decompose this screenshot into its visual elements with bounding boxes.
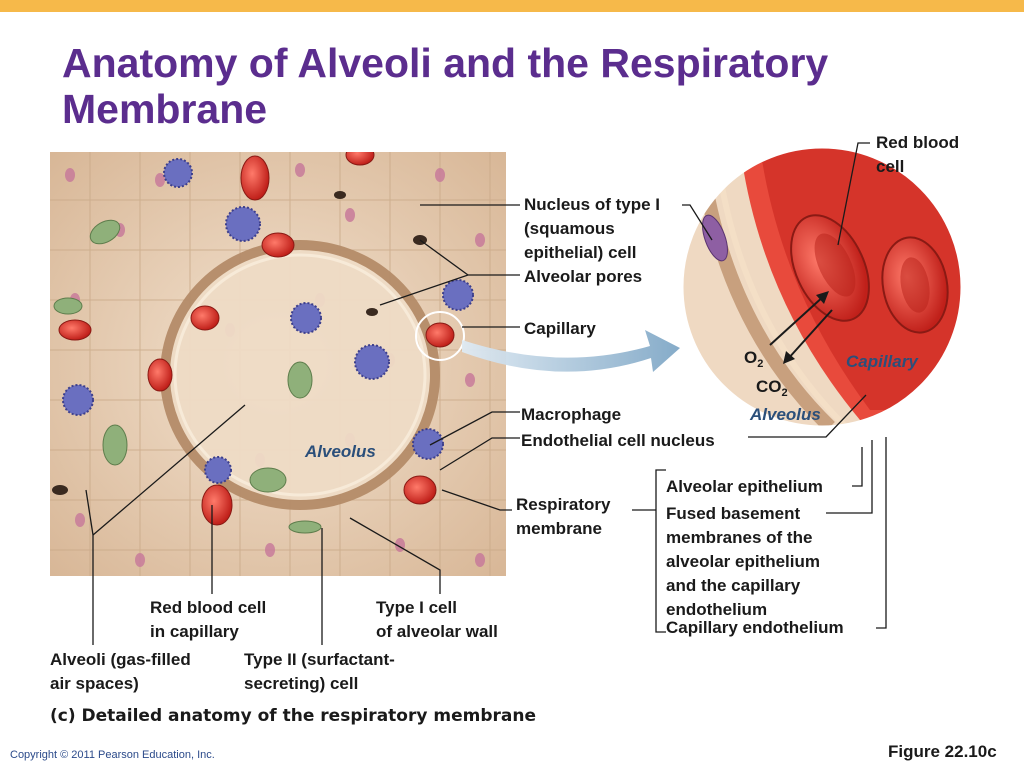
label-nucleus-type1: Nucleus of type I (squamous epithelial) … xyxy=(524,195,661,262)
label-macrophage: Macrophage xyxy=(521,405,622,424)
label-endothelial-nucleus: Endothelial cell nucleus xyxy=(521,431,715,450)
slide-title: Anatomy of Alveoli and the Respiratory M… xyxy=(62,40,829,132)
label-type1-cell: Type I cell of alveolar wall xyxy=(376,598,498,641)
zoom-arrow xyxy=(462,330,680,372)
top-accent-bar xyxy=(0,0,1024,12)
figure-number: Figure 22.10c xyxy=(888,742,997,761)
label-alveolar-pores: Alveolar pores xyxy=(524,267,643,286)
inset-circle xyxy=(680,145,964,429)
label-fused-membranes: Fused basement membranes of the alveolar… xyxy=(666,504,820,619)
copyright-notice: Copyright © 2011 Pearson Education, Inc. xyxy=(10,749,215,761)
label-rbc-in-capillary: Red blood cell in capillary xyxy=(150,598,267,641)
label-co2: CO2 xyxy=(756,377,788,399)
label-capillary: Capillary xyxy=(524,319,596,338)
label-alveolus: Alveolus xyxy=(305,442,376,461)
label-capillary-endothelium: Capillary endothelium xyxy=(666,618,844,637)
leader-lines xyxy=(85,142,887,645)
label-o2: O2 xyxy=(744,348,764,370)
label-alveolar-epithelium: Alveolar epithelium xyxy=(666,477,823,496)
label-type2-cell: Type II (surfactant- secreting) cell xyxy=(244,650,395,693)
tissue-panel xyxy=(50,152,506,576)
label-red-blood-cell: Red blood cell xyxy=(876,133,960,176)
label-alveolus-inset: Alveolus xyxy=(750,405,821,424)
label-respiratory-membrane: Respiratory membrane xyxy=(516,495,611,538)
label-capillary-inset: Capillary xyxy=(846,352,918,371)
figure-caption: (c) Detailed anatomy of the respiratory … xyxy=(50,706,536,726)
label-alveoli-spaces: Alveoli (gas-filled air spaces) xyxy=(50,650,191,693)
